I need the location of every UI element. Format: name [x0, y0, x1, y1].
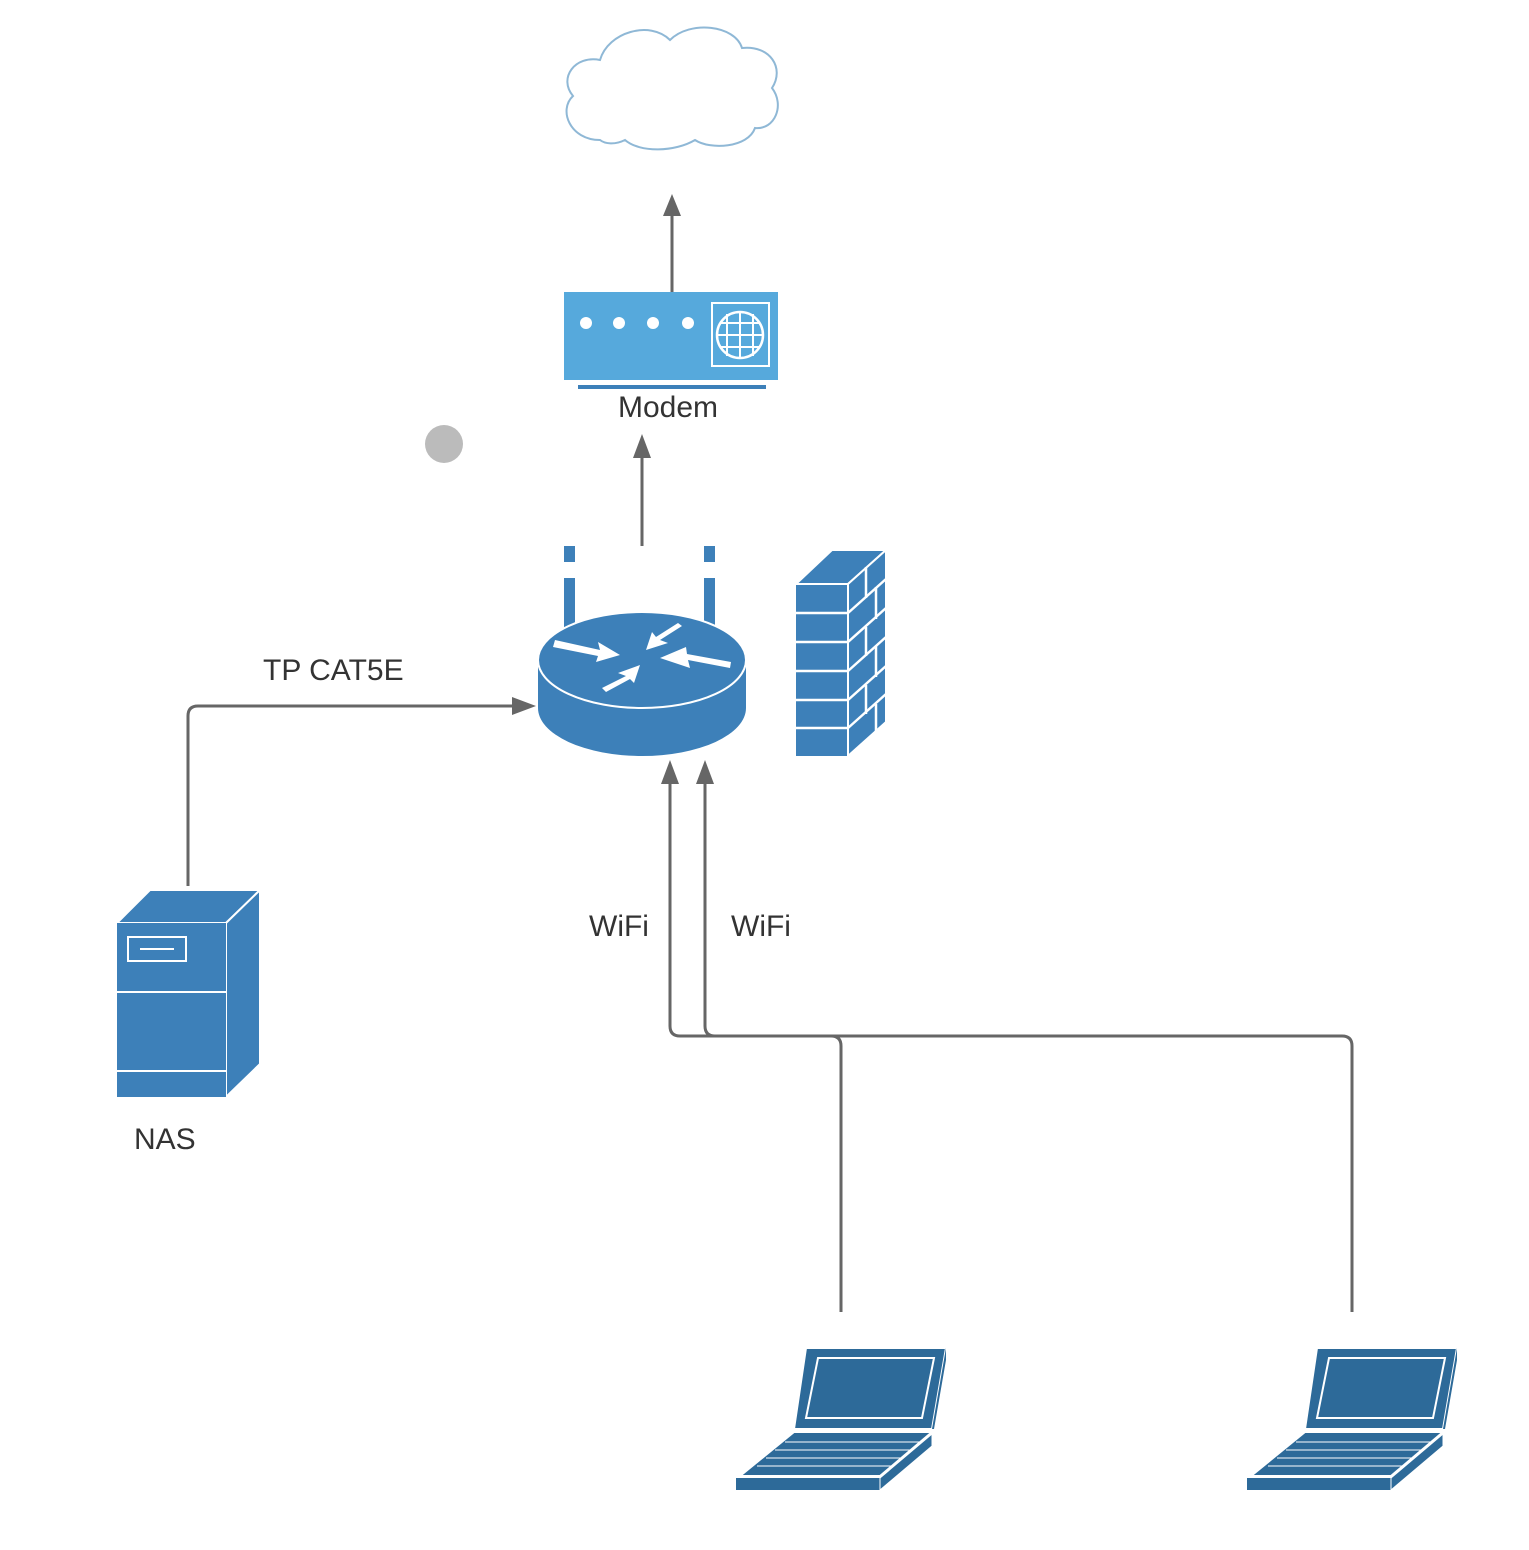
- modem-label: Modem: [618, 391, 719, 424]
- firewall-icon: [793, 547, 889, 759]
- router-icon: [537, 546, 747, 756]
- ethernet-link-label: TP CAT5E: [263, 654, 404, 687]
- nas-to-router-connector: [186, 697, 536, 886]
- wifi-label-right: WiFi: [731, 910, 791, 943]
- modem-icon: [564, 292, 778, 389]
- nas-label: NAS: [134, 1123, 196, 1156]
- router-to-modem-connector: [633, 434, 651, 546]
- indicator-dot: [425, 425, 463, 463]
- laptop-icon: [736, 1347, 948, 1492]
- modem-to-cloud-connector: [663, 194, 681, 292]
- wifi-label-left: WiFi: [589, 910, 649, 943]
- laptop-icon: [1247, 1347, 1459, 1492]
- wifi-connector-laptop-2: [696, 760, 1354, 1312]
- nas-server-icon: [114, 887, 263, 1100]
- cloud-icon: [565, 26, 779, 151]
